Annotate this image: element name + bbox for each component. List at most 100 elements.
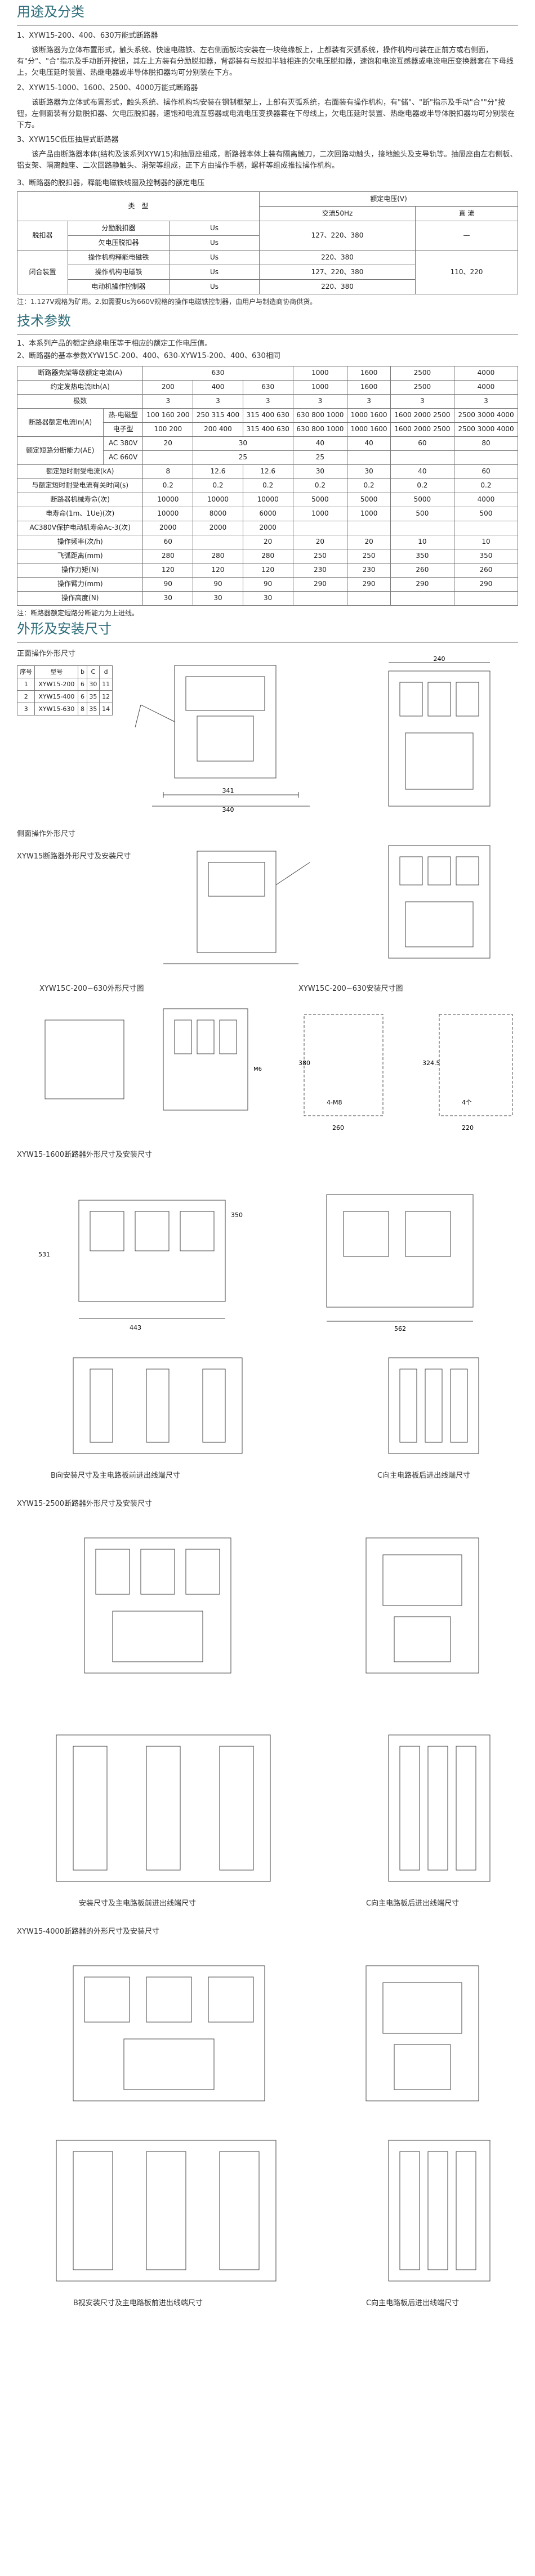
cell: 220、380 bbox=[258, 279, 416, 294]
cell: 60 bbox=[453, 464, 519, 479]
section-title: 技术参数 bbox=[17, 313, 71, 329]
cell: 127、220、380 bbox=[258, 264, 416, 280]
cell: 90 bbox=[142, 576, 194, 592]
cell bbox=[292, 520, 348, 535]
cell: XYW15-200 bbox=[34, 678, 79, 691]
xyw4000-b-view-drawing bbox=[56, 2140, 277, 2282]
cell: 8000 bbox=[193, 506, 243, 521]
th-ac: 交流50Hz bbox=[258, 205, 416, 221]
cell: 2000 bbox=[142, 520, 194, 535]
cell: 2 bbox=[16, 690, 35, 704]
cell: 10000 bbox=[142, 492, 194, 507]
front-view-drawing-2: 240 bbox=[388, 655, 491, 807]
cell: 操作机构释能电磁铁 bbox=[68, 249, 170, 265]
cell: 35 bbox=[86, 703, 100, 716]
item-heading: 2、XYW15-1000、1600、2500、4000万能式断路器 bbox=[17, 83, 198, 92]
caption: XYW15断路器外形尺寸及安装尺寸 bbox=[17, 852, 131, 861]
dim-label: M6 bbox=[253, 1066, 262, 1072]
caption: 侧面操作外形尺寸 bbox=[17, 830, 76, 839]
cell: 60 bbox=[142, 534, 194, 549]
cell: 25 bbox=[193, 450, 293, 465]
cell: 20 bbox=[242, 534, 293, 549]
dim-label: 531 bbox=[38, 1251, 50, 1258]
cell bbox=[347, 450, 391, 465]
cell bbox=[453, 520, 519, 535]
cell: Us bbox=[169, 279, 260, 294]
cell: XYW15-630 bbox=[34, 703, 79, 716]
cell: 315 400 630 bbox=[242, 408, 293, 423]
item-body: 该产品由断路器本体(结构及该系列XYW15)和抽屉座组成，断路器本体上装有隔离触… bbox=[17, 150, 518, 171]
params-note: 注：断路器额定短路分断能力为上进线。 bbox=[17, 609, 139, 617]
dim-label: 4个 bbox=[462, 1099, 472, 1106]
item-body: 该断路器为立体布置形式，触头系统、快速电磁铁、左右侧面板均安装在一块绝缘板上，上… bbox=[17, 46, 514, 78]
caption: B视安装尺寸及主电路板前进出线端尺寸 bbox=[73, 2299, 203, 2308]
cell: 2500 3000 4000 bbox=[453, 408, 519, 423]
cell: 3 bbox=[347, 393, 391, 409]
xyw1600-side-drawing: 562 bbox=[326, 1194, 474, 1332]
cell: 1600 2000 2500 bbox=[390, 408, 454, 423]
cell: 1000 bbox=[292, 379, 348, 395]
caption: XYW15C-200~630外形尺寸图 bbox=[39, 985, 144, 994]
dim-label: 340 bbox=[222, 806, 234, 813]
cell: 2000 bbox=[242, 520, 293, 535]
cell: 8 bbox=[78, 703, 87, 716]
cell: 欠电压脱扣器 bbox=[68, 235, 170, 251]
cell: 40 bbox=[390, 464, 454, 479]
cell: 0.2 bbox=[193, 478, 243, 493]
dim-label: 220 bbox=[462, 1124, 474, 1132]
caption: XYW15-2500断路器外形尺寸及安装尺寸 bbox=[17, 1500, 153, 1509]
cell: 120 bbox=[193, 562, 243, 578]
caption: C向主电路板后进出线端尺寸 bbox=[366, 1899, 460, 1908]
cell: d bbox=[99, 665, 113, 679]
cell: 与额定短时耐受电流有关时间(s) bbox=[16, 478, 144, 493]
cell: 1000 1600 bbox=[347, 422, 391, 437]
cell: 10000 bbox=[193, 492, 243, 507]
cell: 14 bbox=[99, 703, 113, 716]
cell: 220、380 bbox=[258, 249, 416, 265]
cell: 290 bbox=[453, 576, 519, 592]
dim-label: 341 bbox=[222, 787, 234, 794]
cell: 1600 2000 2500 bbox=[390, 422, 454, 437]
cell: 250 315 400 bbox=[193, 408, 243, 423]
cell: 630 bbox=[242, 379, 293, 395]
cell: 110、220 bbox=[415, 249, 518, 294]
cell bbox=[390, 591, 454, 606]
cell: 0.2 bbox=[142, 478, 194, 493]
side-view-drawing-2 bbox=[388, 845, 491, 959]
dim-label: 350 bbox=[231, 1211, 243, 1219]
cell: 热-电磁型 bbox=[102, 408, 144, 423]
cell: 1000 bbox=[292, 506, 348, 521]
cell: 40 bbox=[292, 436, 348, 451]
cell: 290 bbox=[292, 576, 348, 592]
cell: 20 bbox=[142, 436, 194, 451]
usage-text: 1、XYW15-200、400、630万能式断路器 该断路器为立体布置形式，触头… bbox=[17, 30, 518, 172]
intro-line: 1、本系列产品的额定绝缘电压等于相应的额定工作电压值。 bbox=[17, 339, 212, 348]
cell: 3 bbox=[193, 393, 243, 409]
cell: 8 bbox=[142, 464, 194, 479]
xyw1600-outline-drawing: 531 443 350 bbox=[38, 1200, 243, 1331]
table1-note: 注：1.127V规格为矿用。2.如需要Us为660V规格的操作电磁铁控制器，由用… bbox=[17, 297, 317, 306]
xyw1600-c-view-drawing bbox=[388, 1357, 479, 1454]
cell: 操作力矩(N) bbox=[16, 562, 144, 578]
cell: 脱扣器 bbox=[17, 220, 68, 251]
dim-label: 260 bbox=[332, 1124, 344, 1132]
section-title: 用途及分类 bbox=[17, 3, 84, 20]
cell: Us bbox=[169, 235, 260, 251]
dim-label: 4-M8 bbox=[327, 1099, 342, 1106]
cell: 260 bbox=[390, 562, 454, 578]
cell: 1600 bbox=[347, 365, 391, 381]
cell: 5000 bbox=[347, 492, 391, 507]
cell bbox=[193, 534, 243, 549]
cell: 额定短路分断能力(AE) bbox=[17, 436, 104, 465]
xyw1600-b-view-drawing bbox=[73, 1357, 243, 1454]
cell: 40 bbox=[347, 436, 391, 451]
caption: B向安装尺寸及主电路板前进出线端尺寸 bbox=[51, 1472, 180, 1481]
cell: 4000 bbox=[453, 379, 519, 395]
cell: 10000 bbox=[142, 506, 194, 521]
cell: 1000 bbox=[292, 365, 348, 381]
cell: 20 bbox=[347, 534, 391, 549]
cell: 280 bbox=[142, 548, 194, 564]
cell: 0.2 bbox=[347, 478, 391, 493]
cell: 12.6 bbox=[242, 464, 293, 479]
